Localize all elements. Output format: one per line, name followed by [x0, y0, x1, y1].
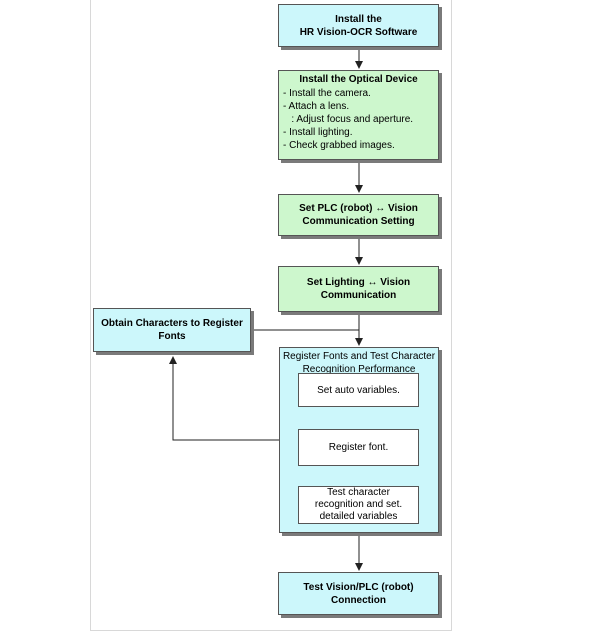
optical-step: - Install lighting.	[283, 127, 353, 138]
register-font-label: Register font.	[328, 442, 389, 453]
optical-step: : Adjust focus and aperture.	[283, 114, 414, 125]
install-optical-steps: - Install the camera. - Attach a lens. :…	[279, 87, 438, 152]
test-connection-line-2: Connection	[331, 594, 386, 606]
install-software-line-2: HR Vision-OCR Software	[299, 26, 418, 38]
plc-setting-line-1: Set PLC (robot) ↔ Vision	[299, 203, 418, 214]
arrow-register-back-to-obtain	[169, 356, 279, 441]
register-font-box: Register font.	[298, 429, 419, 466]
obtain-characters-box: Obtain Characters to Register Fonts	[93, 308, 251, 352]
optical-step: - Install the camera.	[283, 88, 371, 99]
set-auto-variables-label: Set auto variables.	[317, 384, 400, 396]
install-optical-title: Install the Optical Device	[299, 74, 418, 85]
set-auto-variables-box: Set auto variables.	[298, 373, 419, 407]
lighting-setting-line-1: Set Lighting ↔ Vision	[306, 277, 411, 288]
install-optical-box: Install the Optical Device - Install the…	[278, 70, 439, 160]
install-software-line-1: Install the	[335, 13, 382, 25]
lighting-setting-line-2: Communication	[320, 290, 397, 301]
test-connection-line-1: Test Vision/PLC (robot)	[303, 581, 414, 593]
lighting-setting-box: Set Lighting ↔ Vision Communication	[278, 266, 439, 312]
optical-step: - Check grabbed images.	[283, 140, 395, 151]
optical-step: - Attach a lens.	[283, 101, 350, 112]
register-group-title-line-2: Recognition Performance	[302, 364, 416, 375]
test-recognition-line-1: Test character	[327, 487, 390, 498]
test-connection-box: Test Vision/PLC (robot) Connection	[278, 572, 439, 615]
plc-setting-line-2: Communication Setting	[302, 216, 415, 227]
test-recognition-line-3: detailed variables	[319, 511, 398, 522]
test-recognition-line-2: recognition and set.	[314, 499, 403, 510]
register-group-title-line-1: Register Fonts and Test Character	[282, 351, 436, 362]
obtain-characters-line-2: Fonts	[158, 331, 186, 342]
plc-setting-box: Set PLC (robot) ↔ Vision Communication S…	[278, 194, 439, 236]
obtain-characters-line-1: Obtain Characters to Register	[101, 318, 243, 329]
test-recognition-box: Test character recognition and set. deta…	[298, 486, 419, 524]
install-software-box: Install the HR Vision-OCR Software	[278, 4, 439, 47]
